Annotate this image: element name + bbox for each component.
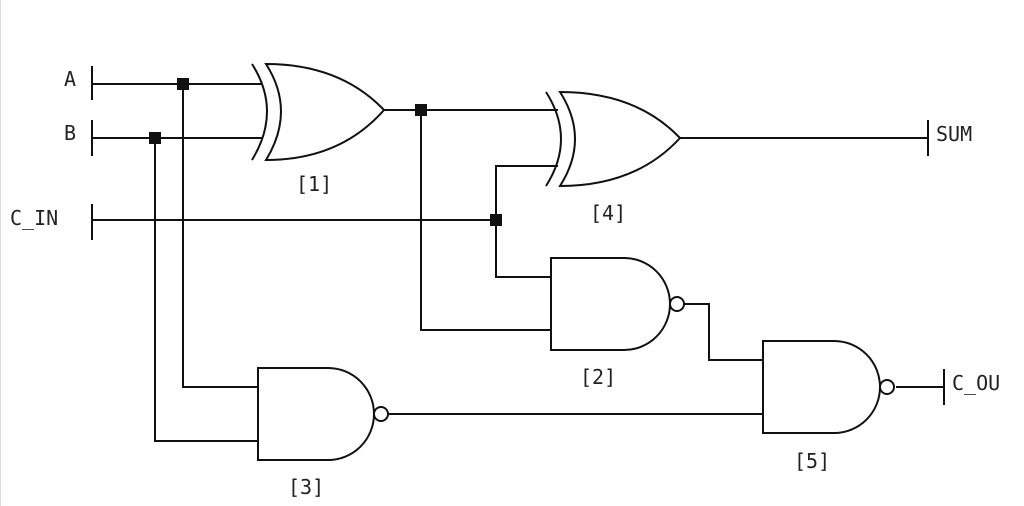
nand-gate-2 (550, 257, 685, 351)
wire-a-to-nand3 (182, 84, 258, 388)
input-label-b: B (64, 121, 76, 145)
input-label-a: A (64, 67, 76, 91)
gate-label-2: [2] (580, 365, 616, 389)
gate-label-1: [1] (296, 172, 332, 196)
wire-b-to-nand3 (154, 138, 258, 442)
wire-cin-to-xor4 (495, 165, 558, 220)
wire-cin-to-nand2 (495, 220, 551, 278)
xor-gate-1-input-arc (251, 63, 268, 161)
wire-xor1-to-nand2 (420, 110, 551, 331)
xor-gate-1 (251, 62, 386, 162)
junction-b (149, 132, 161, 144)
input-label-c-in: C_IN (10, 206, 58, 230)
nand-gate-2-bubble (669, 296, 685, 312)
wire-nand2-to-nand5 (684, 303, 763, 361)
xor-gate-1-body (264, 62, 386, 162)
nand-gate-5-bubble (879, 379, 895, 395)
xor-gate-4-input-arc (545, 91, 562, 187)
nand-gate-5-body (762, 340, 881, 434)
junction-xor1-out (415, 104, 427, 116)
xor-gate-4 (545, 90, 682, 188)
junction-c-in (490, 214, 502, 226)
gate-label-4: [4] (590, 201, 626, 225)
gate-label-5: [5] (794, 449, 830, 473)
nand-gate-3 (257, 367, 389, 461)
output-label-sum: SUM (936, 122, 972, 146)
nand-gate-3-bubble (373, 406, 389, 422)
output-label-c-out: C_OU (952, 371, 1000, 395)
nand-gate-2-body (550, 257, 671, 351)
gate-label-3: [3] (288, 475, 324, 499)
nand-gate-3-body (257, 367, 375, 461)
nand-gate-5 (762, 340, 895, 434)
xor-gate-4-body (558, 90, 682, 188)
junction-a (177, 78, 189, 90)
